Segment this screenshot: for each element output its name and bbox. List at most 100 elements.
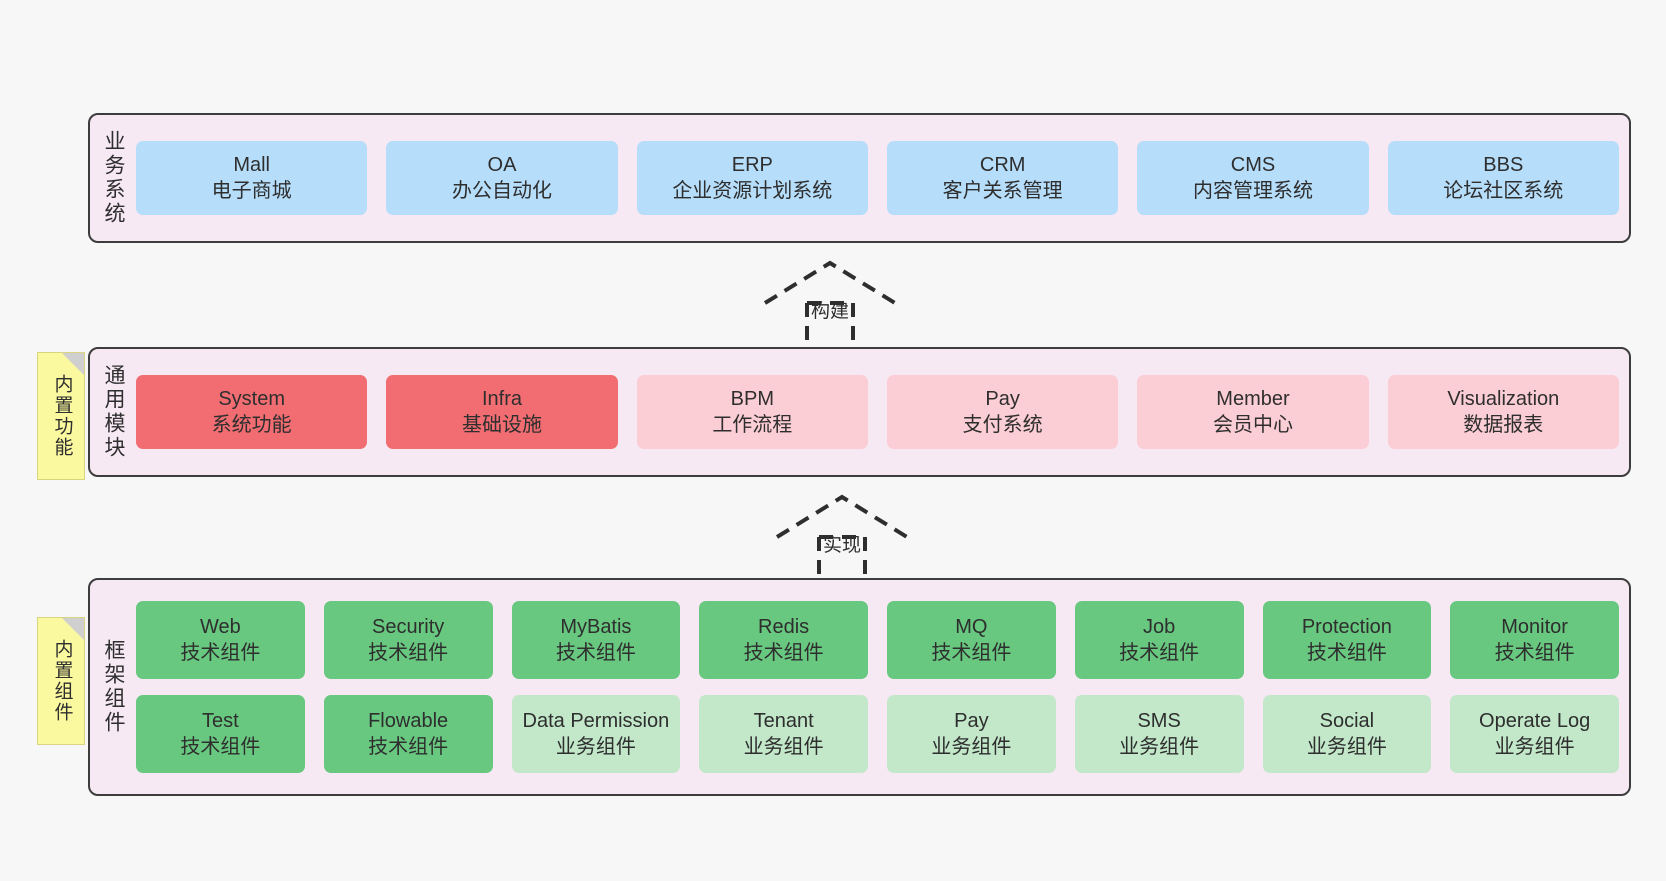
- box-member-subtitle: 会员中心: [1212, 414, 1293, 436]
- box-mybatis[interactable]: MyBatis 技术组件: [511, 601, 681, 679]
- box-monitor-title: Monitor: [1501, 615, 1568, 638]
- box-cms-subtitle: 内容管理系统: [1192, 180, 1313, 202]
- box-oa[interactable]: OA 办公自动化: [386, 141, 618, 215]
- layer-business-systems: 业务系统 Mall 电子商城 OA 办公自动化 ERP 企业资源计划系统 CRM: [88, 113, 1631, 243]
- box-protection[interactable]: Protection 技术组件: [1262, 601, 1432, 679]
- layer-common-modules: 通用模块 System 系统功能 Infra 基础设施 BPM 工作流程 Pay: [88, 347, 1631, 477]
- box-protection-title: Protection: [1301, 615, 1392, 638]
- box-pay-module-title: Pay: [985, 387, 1020, 410]
- box-infra-subtitle: 基础设施: [461, 414, 542, 436]
- box-sms[interactable]: SMS 业务组件: [1074, 695, 1244, 773]
- box-test[interactable]: Test 技术组件: [136, 695, 305, 773]
- box-operate-log[interactable]: Operate Log 业务组件: [1450, 695, 1619, 773]
- box-crm[interactable]: CRM 客户关系管理: [886, 141, 1119, 215]
- box-redis-subtitle: 技术组件: [743, 642, 824, 664]
- box-social-subtitle: 业务组件: [1306, 736, 1387, 758]
- connector-build: 构建: [760, 258, 900, 348]
- connector-implement-label: 实现: [822, 535, 862, 556]
- layer-label-framework-components: 框架组件: [102, 639, 126, 735]
- box-mybatis-subtitle: 技术组件: [555, 642, 636, 664]
- connector-implement: 实现: [772, 492, 912, 582]
- box-infra[interactable]: Infra 基础设施: [386, 375, 618, 449]
- box-bpm-subtitle: 工作流程: [712, 414, 793, 436]
- box-tenant-title: Tenant: [753, 709, 814, 732]
- note-fold-icon: [62, 618, 84, 640]
- box-monitor-subtitle: 技术组件: [1494, 642, 1575, 664]
- box-pay-module-subtitle: 支付系统: [962, 414, 1043, 436]
- box-bpm-title: BPM: [730, 387, 774, 410]
- box-system-subtitle: 系统功能: [211, 414, 292, 436]
- box-visualization-title: Visualization: [1447, 387, 1560, 410]
- box-cms[interactable]: CMS 内容管理系统: [1137, 141, 1369, 215]
- box-pay-component-title: Pay: [954, 709, 989, 732]
- connector-build-icon: [763, 260, 897, 348]
- box-oa-title: OA: [487, 153, 517, 176]
- box-social[interactable]: Social 业务组件: [1262, 695, 1432, 773]
- box-erp-title: ERP: [731, 153, 773, 176]
- box-oa-subtitle: 办公自动化: [451, 180, 552, 202]
- row-common-modules: System 系统功能 Infra 基础设施 BPM 工作流程 Pay 支付系统…: [136, 375, 1619, 449]
- box-monitor[interactable]: Monitor 技术组件: [1450, 601, 1619, 679]
- box-erp[interactable]: ERP 企业资源计划系统: [636, 141, 868, 215]
- box-crm-title: CRM: [979, 153, 1026, 176]
- box-mybatis-title: MyBatis: [560, 615, 632, 638]
- box-tenant-subtitle: 业务组件: [743, 736, 824, 758]
- box-system-title: System: [218, 387, 285, 410]
- box-flowable-subtitle: 技术组件: [368, 736, 449, 758]
- layer-label-common-modules: 通用模块: [102, 364, 126, 460]
- box-web-subtitle: 技术组件: [180, 642, 261, 664]
- box-mall-subtitle: 电子商城: [211, 180, 292, 202]
- box-job-subtitle: 技术组件: [1119, 642, 1200, 664]
- box-cms-title: CMS: [1230, 153, 1276, 176]
- box-flowable[interactable]: Flowable 技术组件: [323, 695, 493, 773]
- box-flowable-title: Flowable: [368, 709, 449, 732]
- box-protection-subtitle: 技术组件: [1306, 642, 1387, 664]
- box-data-permission[interactable]: Data Permission 业务组件: [511, 695, 681, 773]
- note-fold-icon: [62, 353, 84, 375]
- box-tenant[interactable]: Tenant 业务组件: [699, 695, 868, 773]
- box-bbs[interactable]: BBS 论坛社区系统: [1387, 141, 1619, 215]
- box-web-title: Web: [199, 615, 241, 638]
- box-social-title: Social: [1319, 709, 1375, 732]
- row-business-systems: Mall 电子商城 OA 办公自动化 ERP 企业资源计划系统 CRM 客户关系…: [136, 141, 1619, 215]
- box-job[interactable]: Job 技术组件: [1074, 601, 1244, 679]
- box-pay-component-subtitle: 业务组件: [931, 736, 1012, 758]
- box-member[interactable]: Member 会员中心: [1137, 375, 1369, 449]
- box-test-title: Test: [202, 709, 239, 732]
- box-operate-log-title: Operate Log: [1479, 709, 1591, 732]
- box-bbs-subtitle: 论坛社区系统: [1443, 180, 1564, 202]
- connector-implement-icon: [775, 494, 909, 582]
- box-test-subtitle: 技术组件: [180, 736, 261, 758]
- box-data-permission-subtitle: 业务组件: [555, 736, 636, 758]
- box-pay-module[interactable]: Pay 支付系统: [886, 375, 1119, 449]
- note-builtin-component-text: 内置组件: [51, 639, 73, 723]
- box-operate-log-subtitle: 业务组件: [1494, 736, 1575, 758]
- row-technical-components: Web 技术组件 Security 技术组件 MyBatis 技术组件 Redi…: [136, 601, 1619, 679]
- box-bbs-title: BBS: [1483, 153, 1524, 176]
- box-mq[interactable]: MQ 技术组件: [887, 601, 1056, 679]
- box-pay-component[interactable]: Pay 业务组件: [887, 695, 1056, 773]
- layer-body-business-systems: Mall 电子商城 OA 办公自动化 ERP 企业资源计划系统 CRM 客户关系…: [136, 115, 1629, 241]
- box-sms-title: SMS: [1137, 709, 1181, 732]
- box-mall[interactable]: Mall 电子商城: [136, 141, 368, 215]
- box-bpm[interactable]: BPM 工作流程: [636, 375, 868, 449]
- connector-build-label: 构建: [810, 301, 850, 322]
- box-web[interactable]: Web 技术组件: [136, 601, 305, 679]
- box-crm-subtitle: 客户关系管理: [942, 180, 1063, 202]
- box-job-title: Job: [1143, 615, 1176, 638]
- box-infra-title: Infra: [481, 387, 522, 410]
- box-security-title: Security: [372, 615, 445, 638]
- box-redis-title: Redis: [758, 615, 810, 638]
- box-system[interactable]: System 系统功能: [136, 375, 368, 449]
- layer-label-business-systems: 业务系统: [102, 130, 126, 226]
- box-member-title: Member: [1216, 387, 1290, 410]
- box-visualization[interactable]: Visualization 数据报表: [1387, 375, 1619, 449]
- box-mq-subtitle: 技术组件: [931, 642, 1012, 664]
- layer-body-common-modules: System 系统功能 Infra 基础设施 BPM 工作流程 Pay 支付系统…: [136, 349, 1629, 475]
- layer-framework-components: 框架组件 Web 技术组件 Security 技术组件 MyBatis 技术组件…: [88, 578, 1631, 796]
- note-builtin-component: 内置组件: [37, 617, 85, 745]
- box-sms-subtitle: 业务组件: [1119, 736, 1200, 758]
- box-security[interactable]: Security 技术组件: [323, 601, 493, 679]
- box-redis[interactable]: Redis 技术组件: [699, 601, 868, 679]
